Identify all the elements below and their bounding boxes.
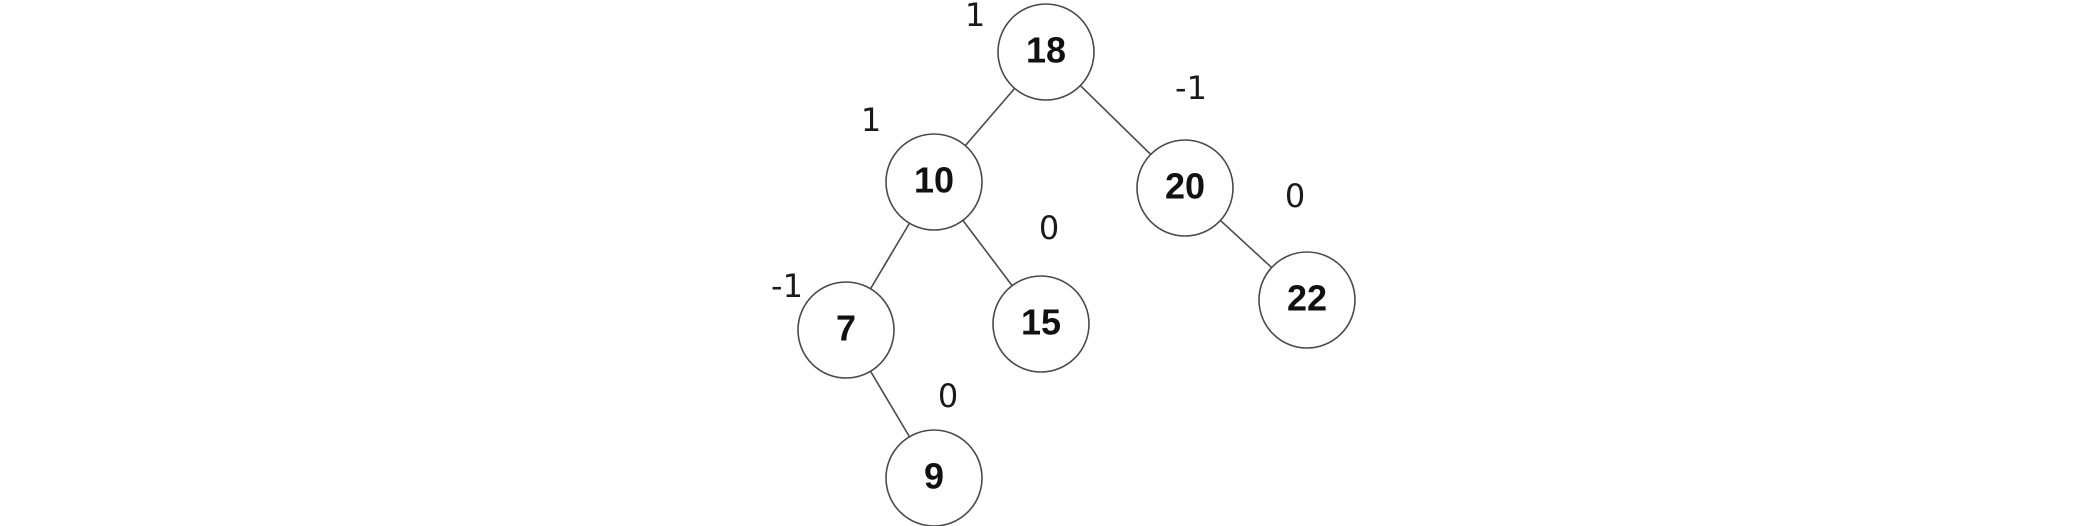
tree-node-22: 22 xyxy=(1258,251,1356,349)
tree-node-value: 10 xyxy=(914,160,954,201)
tree-edges xyxy=(869,84,1273,438)
tree-node-circle xyxy=(997,3,1095,101)
balance-factor-10: 1 xyxy=(861,101,881,139)
tree-node-15: 15 xyxy=(992,275,1090,373)
balance-factor-22: 0 xyxy=(1285,177,1305,215)
tree-node-value: 9 xyxy=(924,456,944,497)
tree-node-value: 15 xyxy=(1021,302,1061,343)
balance-factor-15: 0 xyxy=(1039,209,1059,247)
tree-node-value: 20 xyxy=(1165,166,1205,207)
tree-node-value: 18 xyxy=(1026,30,1066,71)
tree-node-circle xyxy=(885,429,983,526)
tree-edge-n20-n22 xyxy=(1219,219,1273,269)
tree-edge-n10-n7 xyxy=(869,222,911,290)
tree-node-value: 22 xyxy=(1287,278,1327,319)
tree-node-7: 7 xyxy=(797,281,895,379)
tree-node-circle xyxy=(885,133,983,231)
tree-node-18: 18 xyxy=(997,3,1095,101)
tree-node-value: 7 xyxy=(836,308,856,349)
tree-node-circle xyxy=(992,275,1090,373)
tree-edge-n10-n15 xyxy=(962,219,1013,287)
balance-factor-18: 1 xyxy=(965,0,985,34)
tree-node-10: 10 xyxy=(885,133,983,231)
tree-node-circle xyxy=(797,281,895,379)
tree-edge-n18-n20 xyxy=(1079,84,1152,156)
balance-factor-7: -1 xyxy=(771,267,803,305)
tree-node-circle xyxy=(1258,251,1356,349)
tree-node-circle xyxy=(1136,139,1234,237)
balance-factor-labels: 1 1 -1 -1 0 0 0 xyxy=(771,0,1305,415)
tree-edge-n7-n9 xyxy=(869,370,911,438)
balance-factor-9: 0 xyxy=(938,377,958,415)
tree-node-20: 20 xyxy=(1136,139,1234,237)
tree-node-9: 9 xyxy=(885,429,983,526)
tree-edge-n18-n10 xyxy=(964,87,1016,147)
balance-factor-20: -1 xyxy=(1175,69,1207,107)
